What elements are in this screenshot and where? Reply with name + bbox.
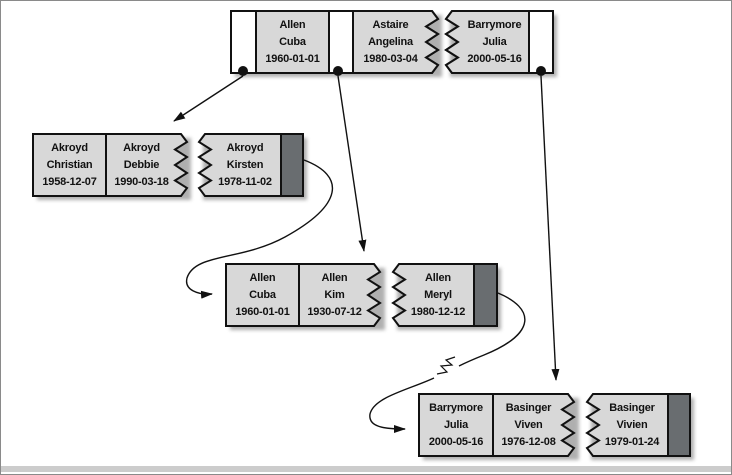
leaf-node-2 (225, 263, 498, 327)
leaf-node-1 (32, 133, 304, 197)
leaf3-next-pointer-block (667, 393, 691, 457)
leaf1-left-segment (32, 133, 189, 197)
root-record-box-allen (255, 10, 330, 74)
leaf1-to-leaf2-link-arrow (185, 159, 334, 299)
leaf-node-3 (418, 393, 691, 457)
pointer-dot-icon (536, 66, 546, 76)
leaf3-left-segment (418, 393, 576, 457)
leaf1-next-pointer-block (280, 133, 304, 197)
pointer-dot-icon (238, 66, 248, 76)
leaf2-to-leaf3-link-line (458, 292, 526, 367)
root-to-leaf3-arrow (540, 75, 560, 381)
root-record-box-astaire-torn (352, 10, 440, 74)
pointer-dot-icon (333, 66, 343, 76)
root-record-box-barrymore-torn (444, 10, 530, 74)
page-footer-strip (1, 466, 731, 472)
child-pointer-dots (238, 66, 546, 76)
root-to-leaf1-arrow (173, 75, 244, 122)
line-break-icon (436, 356, 456, 375)
root-to-leaf2-arrow (337, 75, 367, 252)
leaf2-to-leaf3-link-arrow (369, 377, 435, 433)
leaf2-next-pointer-block (473, 263, 498, 327)
root-node (230, 10, 554, 74)
leaf2-left-segment (225, 263, 382, 327)
